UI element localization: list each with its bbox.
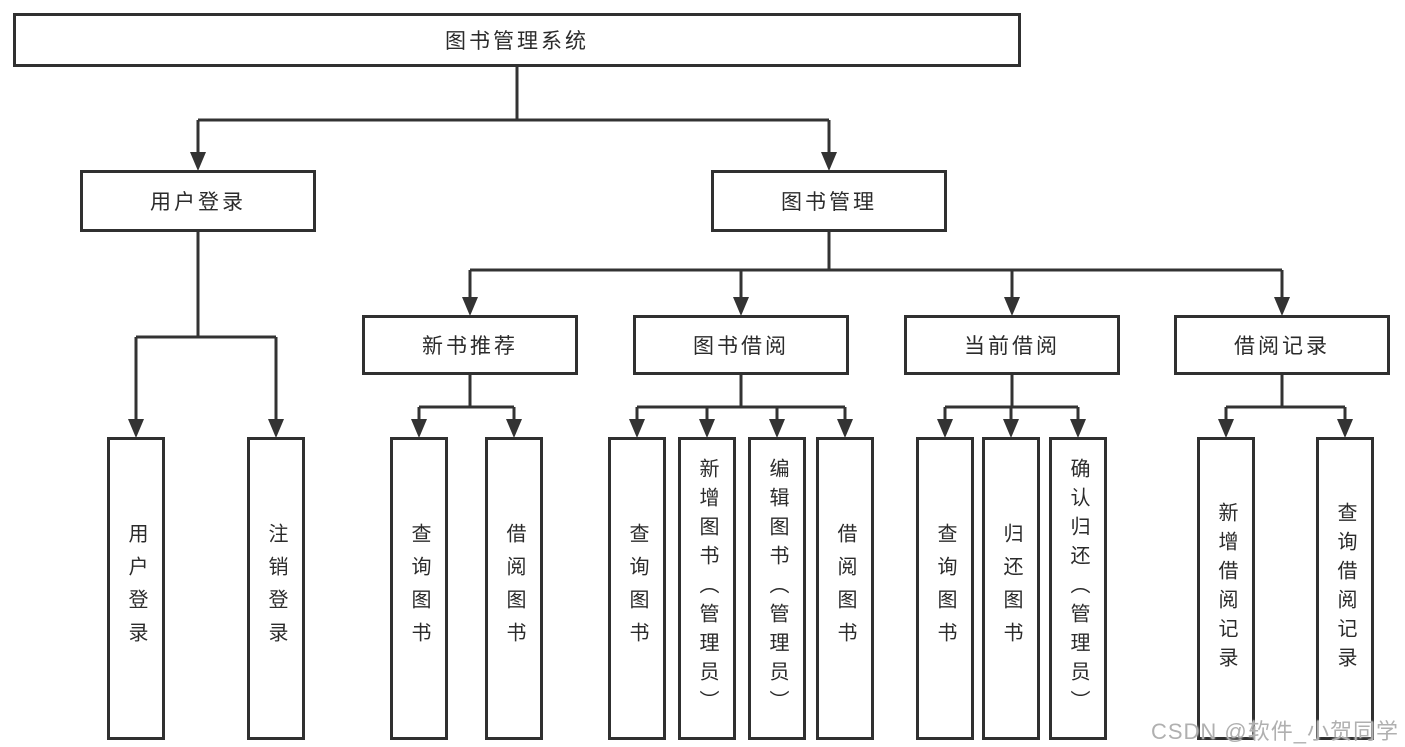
node-book-management: 图书管理 (711, 170, 947, 232)
node-label: 图书管理 (781, 191, 877, 214)
node-borrowing-records: 借阅记录 (1174, 315, 1390, 375)
node-root-library-system: 图书管理系统 (13, 13, 1021, 67)
node-label: 当前借阅 (964, 335, 1060, 358)
node-label: 图书借阅 (693, 335, 789, 358)
node-label: 查询借阅记录 (1334, 501, 1356, 676)
node-label: 新增借阅记录 (1215, 501, 1237, 676)
node-label: 注销登录 (265, 522, 287, 655)
watermark: CSDN @软件_小贺同学 (1150, 719, 1399, 744)
node-label: 查询图书 (934, 522, 956, 655)
node-user-login: 用户登录 (80, 170, 316, 232)
leaf-recommend-borrow-books: 借阅图书 (485, 437, 543, 740)
node-book-borrowing: 图书借阅 (633, 315, 849, 375)
leaf-current-query-books: 查询图书 (916, 437, 974, 740)
node-label: 借阅图书 (834, 522, 856, 655)
node-label: 编辑图书（管理员） (766, 458, 788, 719)
node-label: 归还图书 (1000, 522, 1022, 655)
leaf-recommend-query-books: 查询图书 (390, 437, 448, 740)
leaf-borrow-query-books: 查询图书 (608, 437, 666, 740)
leaf-current-return-books: 归还图书 (982, 437, 1040, 740)
leaf-borrow-borrow-books: 借阅图书 (816, 437, 874, 740)
node-label: 用户登录 (150, 191, 246, 214)
node-current-borrowing: 当前借阅 (904, 315, 1120, 375)
leaf-login-user-login: 用户登录 (107, 437, 165, 740)
node-label: 新书推荐 (422, 335, 518, 358)
node-label: 借阅图书 (503, 522, 525, 655)
node-label: 确认归还（管理员） (1067, 458, 1089, 719)
node-label: 查询图书 (408, 522, 430, 655)
node-label: 图书管理系统 (445, 30, 589, 53)
leaf-records-add-borrow-record: 新增借阅记录 (1197, 437, 1255, 740)
node-label: 用户登录 (125, 522, 147, 655)
node-label: 新增图书（管理员） (696, 458, 718, 719)
node-label: 查询图书 (626, 522, 648, 655)
leaf-borrow-edit-book-admin: 编辑图书（管理员） (748, 437, 806, 740)
leaf-borrow-add-book-admin: 新增图书（管理员） (678, 437, 736, 740)
leaf-current-confirm-return-admin: 确认归还（管理员） (1049, 437, 1107, 740)
node-new-book-recommendation: 新书推荐 (362, 315, 578, 375)
leaf-records-query-borrow-record: 查询借阅记录 (1316, 437, 1374, 740)
node-label: 借阅记录 (1234, 335, 1330, 358)
leaf-login-logout: 注销登录 (247, 437, 305, 740)
